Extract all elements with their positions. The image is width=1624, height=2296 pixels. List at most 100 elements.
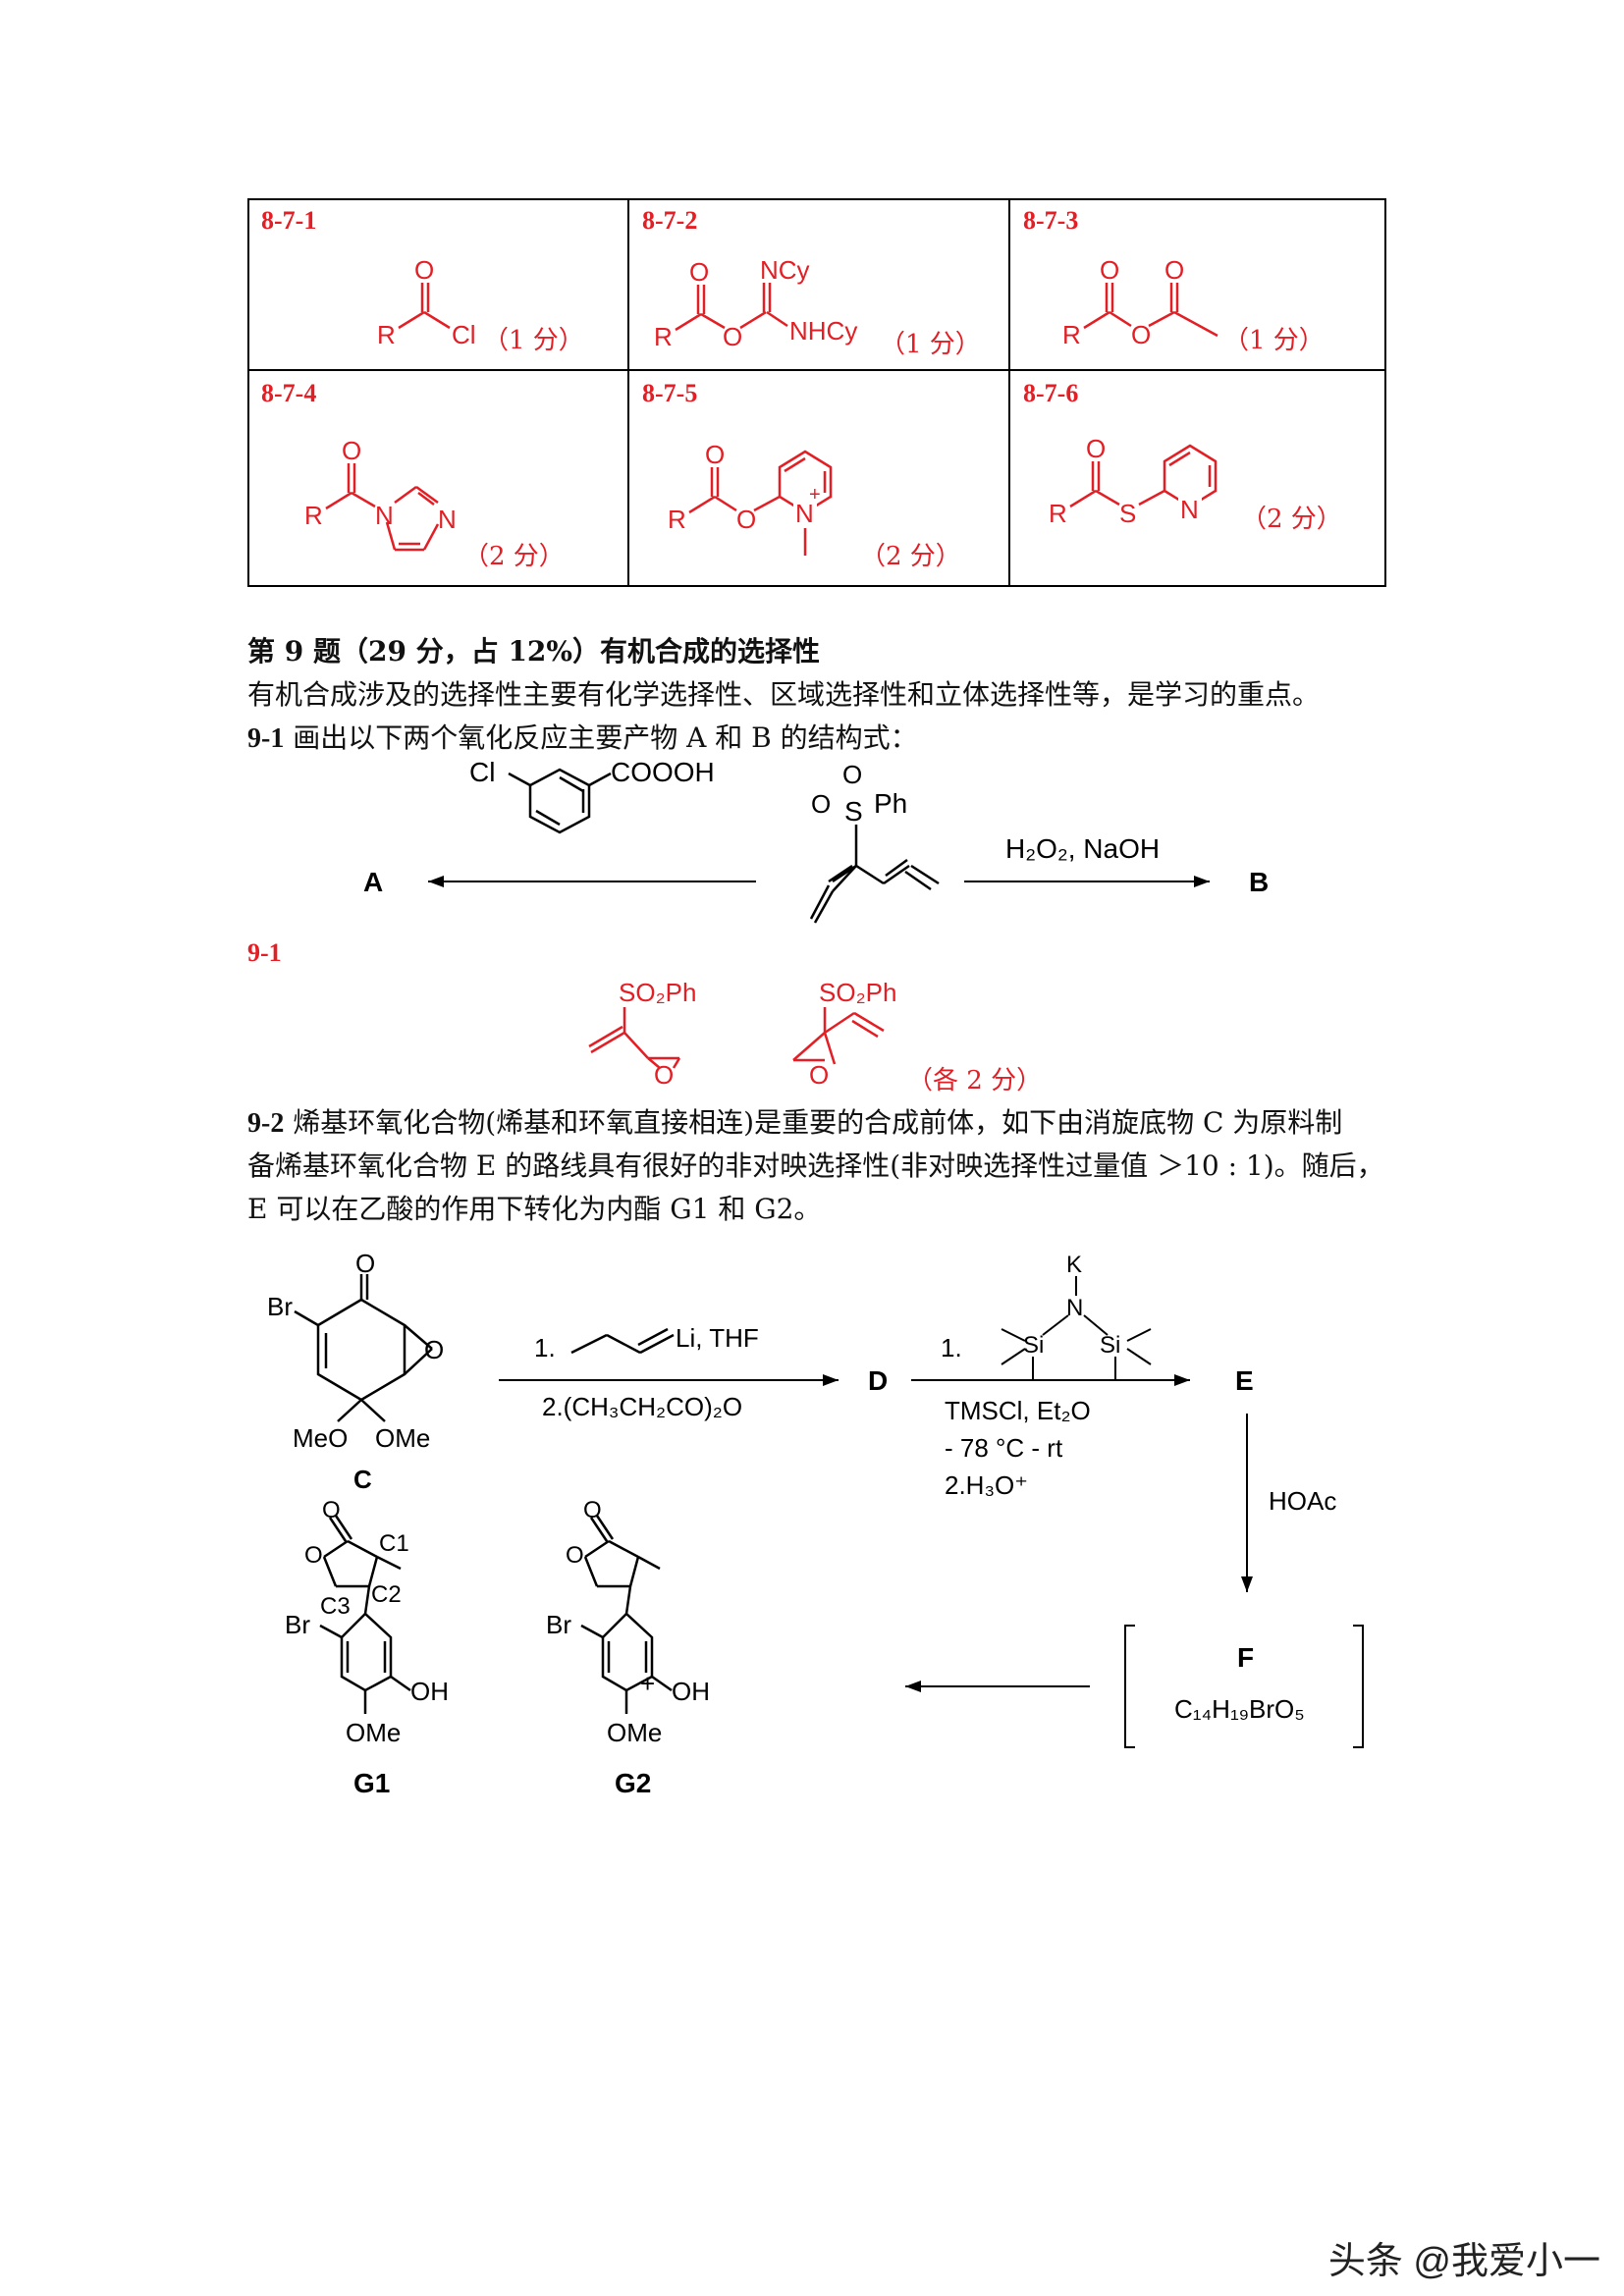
structure-acylisourea: R O O NCy NHCy [654, 255, 857, 351]
svg-text:N: N [375, 501, 394, 530]
label-B: B [1249, 867, 1269, 897]
svg-text:C3: C3 [320, 1593, 351, 1620]
svg-text:2.H₃O⁺: 2.H₃O⁺ [945, 1470, 1028, 1500]
q9-2-label: 9-2 [247, 1108, 285, 1139]
svg-text:C1: C1 [379, 1530, 409, 1557]
svg-text:O: O [689, 257, 709, 287]
structure-acyl-imidazole: R O N N [304, 436, 457, 552]
svg-text:OH: OH [410, 1677, 449, 1706]
svg-text:O: O [1086, 434, 1106, 463]
cell-score-8-7-3: （1 分） [1223, 326, 1325, 355]
svg-text:- 78 °C - rt: - 78 °C - rt [945, 1433, 1063, 1463]
svg-text:O: O [355, 1249, 375, 1278]
atom-O: O [414, 257, 434, 285]
label-A: A [363, 867, 383, 897]
answer-table [247, 198, 1386, 587]
label-D: D [868, 1365, 888, 1396]
svg-text:Br: Br [285, 1610, 310, 1639]
svg-text:O: O [736, 505, 756, 534]
svg-text:1.: 1. [941, 1333, 962, 1362]
atom-R: R [377, 320, 396, 349]
svg-text:+: + [809, 484, 821, 506]
q9-heading: 第 9 题（29 分，占 12%）有机合成的选择性 [247, 635, 821, 667]
cell-score-8-7-5: （2 分） [860, 542, 961, 571]
label-C: C [353, 1465, 372, 1494]
svg-text:R: R [1049, 499, 1067, 528]
label-E: E [1235, 1365, 1254, 1396]
cell-label-8-7-2: 8-7-2 [642, 206, 698, 235]
svg-text:N: N [795, 499, 814, 528]
structure-pyridinium-ester: R O O N + [668, 440, 833, 556]
svg-text:OH: OH [672, 1677, 710, 1706]
svg-text:Li, THF: Li, THF [676, 1323, 759, 1353]
structure-acyl-chloride: R O Cl [377, 257, 476, 349]
svg-text:O: O [304, 1542, 323, 1569]
svg-text:R: R [304, 501, 323, 530]
svg-text:MeO: MeO [293, 1423, 348, 1453]
structure-pyridyl-thioester: R O S N [1049, 434, 1218, 528]
svg-text:SO₂Ph: SO₂Ph [819, 978, 896, 1007]
svg-text:NHCy: NHCy [789, 316, 857, 346]
cell-label-8-7-5: 8-7-5 [642, 379, 698, 407]
svg-text:NCy: NCy [760, 255, 810, 285]
svg-text:Si: Si [1023, 1332, 1044, 1359]
svg-text:R: R [1062, 320, 1081, 349]
svg-text:O: O [322, 1497, 341, 1523]
structure-anhydride: R O O O [1062, 257, 1218, 349]
cell-label-8-7-6: 8-7-6 [1023, 379, 1079, 407]
svg-text:O: O [566, 1542, 584, 1569]
svg-text:Br: Br [267, 1292, 293, 1321]
svg-text:K: K [1066, 1252, 1082, 1278]
q9-2-line1: 9-2 烯基环氧化合物(烯基和环氧直接相连)是重要的合成前体，如下由消旋底物 C… [247, 1106, 1343, 1139]
svg-text:Ph: Ph [874, 788, 907, 819]
svg-text:O: O [1131, 320, 1151, 349]
formula-F: C₁₄H₁₉BrO₅ [1174, 1694, 1305, 1724]
label-G2: G2 [615, 1768, 651, 1798]
label-F: F [1237, 1642, 1254, 1673]
svg-text:N: N [1180, 495, 1199, 524]
cell-score-8-7-2: （1 分） [880, 330, 981, 359]
svg-text:S: S [1119, 499, 1136, 528]
q9-1-line: 9-1 画出以下两个氧化反应主要产物 A 和 B 的结构式： [247, 717, 918, 761]
label-G1: G1 [353, 1768, 390, 1798]
q9-2-line2: 备烯基环氧化合物 E 的路线具有很好的非对映选择性(非对映选择性过量值 ＞10 … [247, 1149, 1384, 1182]
svg-text:O: O [654, 1060, 674, 1090]
answer-9-1-label: 9-1 [247, 938, 282, 967]
svg-text:O: O [1100, 257, 1119, 285]
svg-text:Si: Si [1100, 1332, 1120, 1359]
svg-text:Br: Br [546, 1610, 571, 1639]
reagent-B: H₂O₂, NaOH [1005, 833, 1160, 864]
svg-text:HOAc: HOAc [1269, 1486, 1336, 1516]
svg-text:O: O [583, 1497, 602, 1523]
q9-intro: 有机合成涉及的选择性主要有化学选择性、区域选择性和立体选择性等，是学习的重点。 [247, 678, 1321, 711]
svg-text:O: O [842, 760, 862, 789]
svg-text:C2: C2 [371, 1581, 402, 1608]
svg-text:R: R [654, 322, 673, 351]
svg-text:1.: 1. [534, 1333, 556, 1362]
q9-1-label: 9-1 [247, 723, 285, 754]
q9-2-line3: E 可以在乙酸的作用下转化为内酯 G1 和 G2。 [247, 1193, 822, 1225]
svg-text:N: N [438, 505, 457, 534]
svg-text:O: O [1164, 257, 1184, 285]
svg-text:O: O [723, 322, 742, 351]
svg-text:2.(CH₃CH₂CO)₂O: 2.(CH₃CH₂CO)₂O [542, 1392, 742, 1421]
atom-Cl: Cl [452, 320, 476, 349]
svg-text:Cl: Cl [469, 757, 495, 787]
svg-text:SO₂Ph: SO₂Ph [619, 978, 696, 1007]
svg-text:COOOH: COOOH [611, 757, 715, 787]
cell-score-8-7-4: （2 分） [463, 542, 565, 571]
cell-label-8-7-1: 8-7-1 [261, 206, 317, 235]
scheme-9-1: Cl COOOH A S O O Ph H₂O₂, NaOH B [363, 757, 1269, 924]
answer-9-1-structures: SO₂Ph O SO₂Ph O [588, 978, 896, 1090]
svg-text:O: O [811, 789, 831, 819]
cell-label-8-7-4: 8-7-4 [261, 379, 317, 407]
svg-text:N: N [1066, 1295, 1083, 1321]
cell-score-8-7-6: （2 分） [1241, 505, 1342, 534]
svg-text:OMe: OMe [375, 1423, 430, 1453]
svg-text:O: O [809, 1060, 829, 1090]
svg-text:O: O [705, 440, 725, 469]
answer-9-1-score: （各 2 分） [907, 1066, 1043, 1095]
cell-label-8-7-3: 8-7-3 [1023, 206, 1079, 235]
svg-text:R: R [668, 505, 686, 534]
watermark: 头条 @我爱小一 [1327, 2241, 1600, 2282]
